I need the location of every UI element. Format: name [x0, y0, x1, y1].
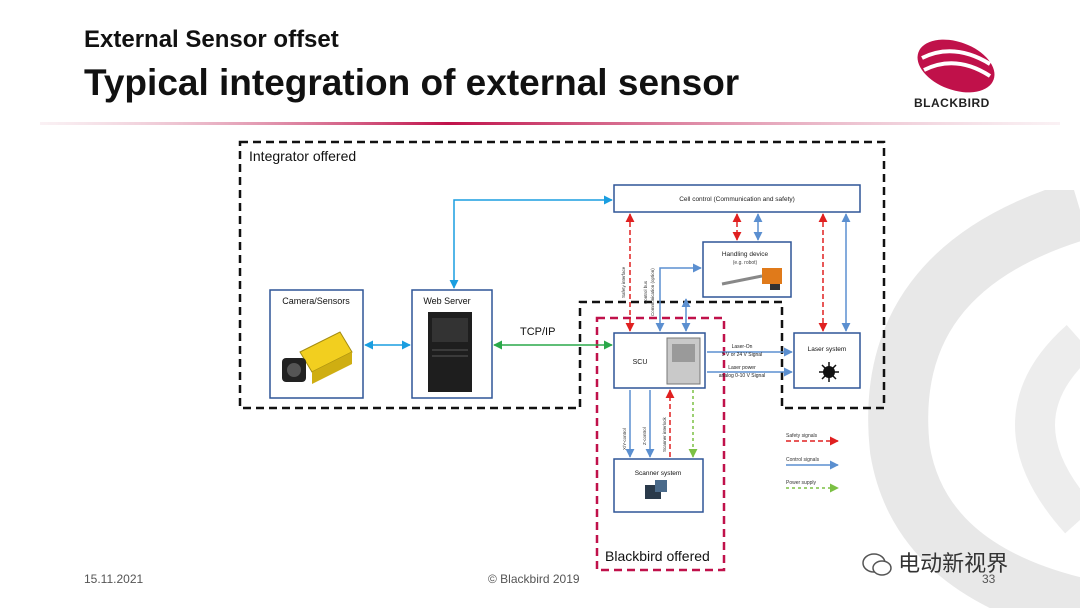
- tcpip-label: TCP/IP: [520, 326, 555, 338]
- safety-interface-label: Safety interface: [621, 266, 626, 298]
- page-number: 33: [982, 572, 996, 586]
- integrator-label: Integrator offered: [249, 148, 356, 164]
- watermark-text: 电动新视界: [898, 551, 1009, 576]
- legend-control-label: Control signals: [786, 457, 820, 463]
- footer-date: 15.11.2021: [84, 572, 144, 586]
- legend-safety-label: Safety signals: [786, 433, 818, 439]
- legend-power-label: Power supply: [786, 480, 817, 486]
- scanner-icon: [645, 480, 667, 499]
- scanner-system-label: Scanner system: [635, 470, 682, 477]
- camera-label: Camera/Sensors: [282, 296, 350, 306]
- slide-title: Typical integration of external sensor: [84, 62, 740, 103]
- blackbird-region: [595, 316, 726, 572]
- server-icon: [428, 312, 472, 392]
- slide-subtitle: External Sensor offset: [84, 26, 339, 53]
- control-bus-link: [655, 263, 702, 332]
- scu-label: SCU: [633, 359, 648, 366]
- brand-name: BLACKBIRD: [914, 96, 990, 110]
- integrator-region: [238, 140, 886, 410]
- footer-copyright: © Blackbird 2019: [488, 572, 580, 586]
- watermark: 电动新视界: [862, 546, 1008, 578]
- handling-device-sublabel: (e.g. robot): [733, 260, 758, 266]
- blackbird-logo-icon: [917, 39, 995, 93]
- wechat-icon: [862, 553, 892, 576]
- control-bus-label: Control bus: [643, 280, 648, 304]
- communication-label: Communication (option): [650, 268, 655, 316]
- scu-cabinet-icon: [666, 337, 701, 385]
- blackbird-label: Blackbird offered: [605, 548, 710, 564]
- laser-on-label: Laser-On: [732, 344, 753, 350]
- laser-system-box: [793, 332, 861, 389]
- robot-icon: [721, 268, 782, 290]
- cell-control-box: [613, 184, 861, 213]
- webserver-cellcontrol-link: [449, 195, 613, 289]
- legend: Safety signals Control signals Power sup…: [786, 433, 839, 493]
- cell-control-label: Cell control (Communication and safety): [679, 196, 795, 203]
- camera-icon: [282, 331, 353, 384]
- laser-system-label: Laser system: [808, 346, 847, 353]
- header-divider: [40, 122, 1060, 125]
- laser-icon: [819, 362, 839, 382]
- background-swirl: [868, 190, 1080, 608]
- laser-on-sublabel: 5 V or 24 V Signal: [722, 352, 762, 358]
- scanner-interlock-label: Scanner interlock: [662, 416, 667, 452]
- web-server-label: Web Server: [423, 296, 470, 306]
- xy-control-label: X/Y-control: [622, 428, 627, 450]
- handling-device-label: Handling device: [722, 251, 769, 258]
- laser-power-label: Laser power: [728, 365, 756, 371]
- laser-power-sublabel: analog 0-10 V Signal: [719, 373, 765, 379]
- z-control-label: Z-control: [642, 427, 647, 445]
